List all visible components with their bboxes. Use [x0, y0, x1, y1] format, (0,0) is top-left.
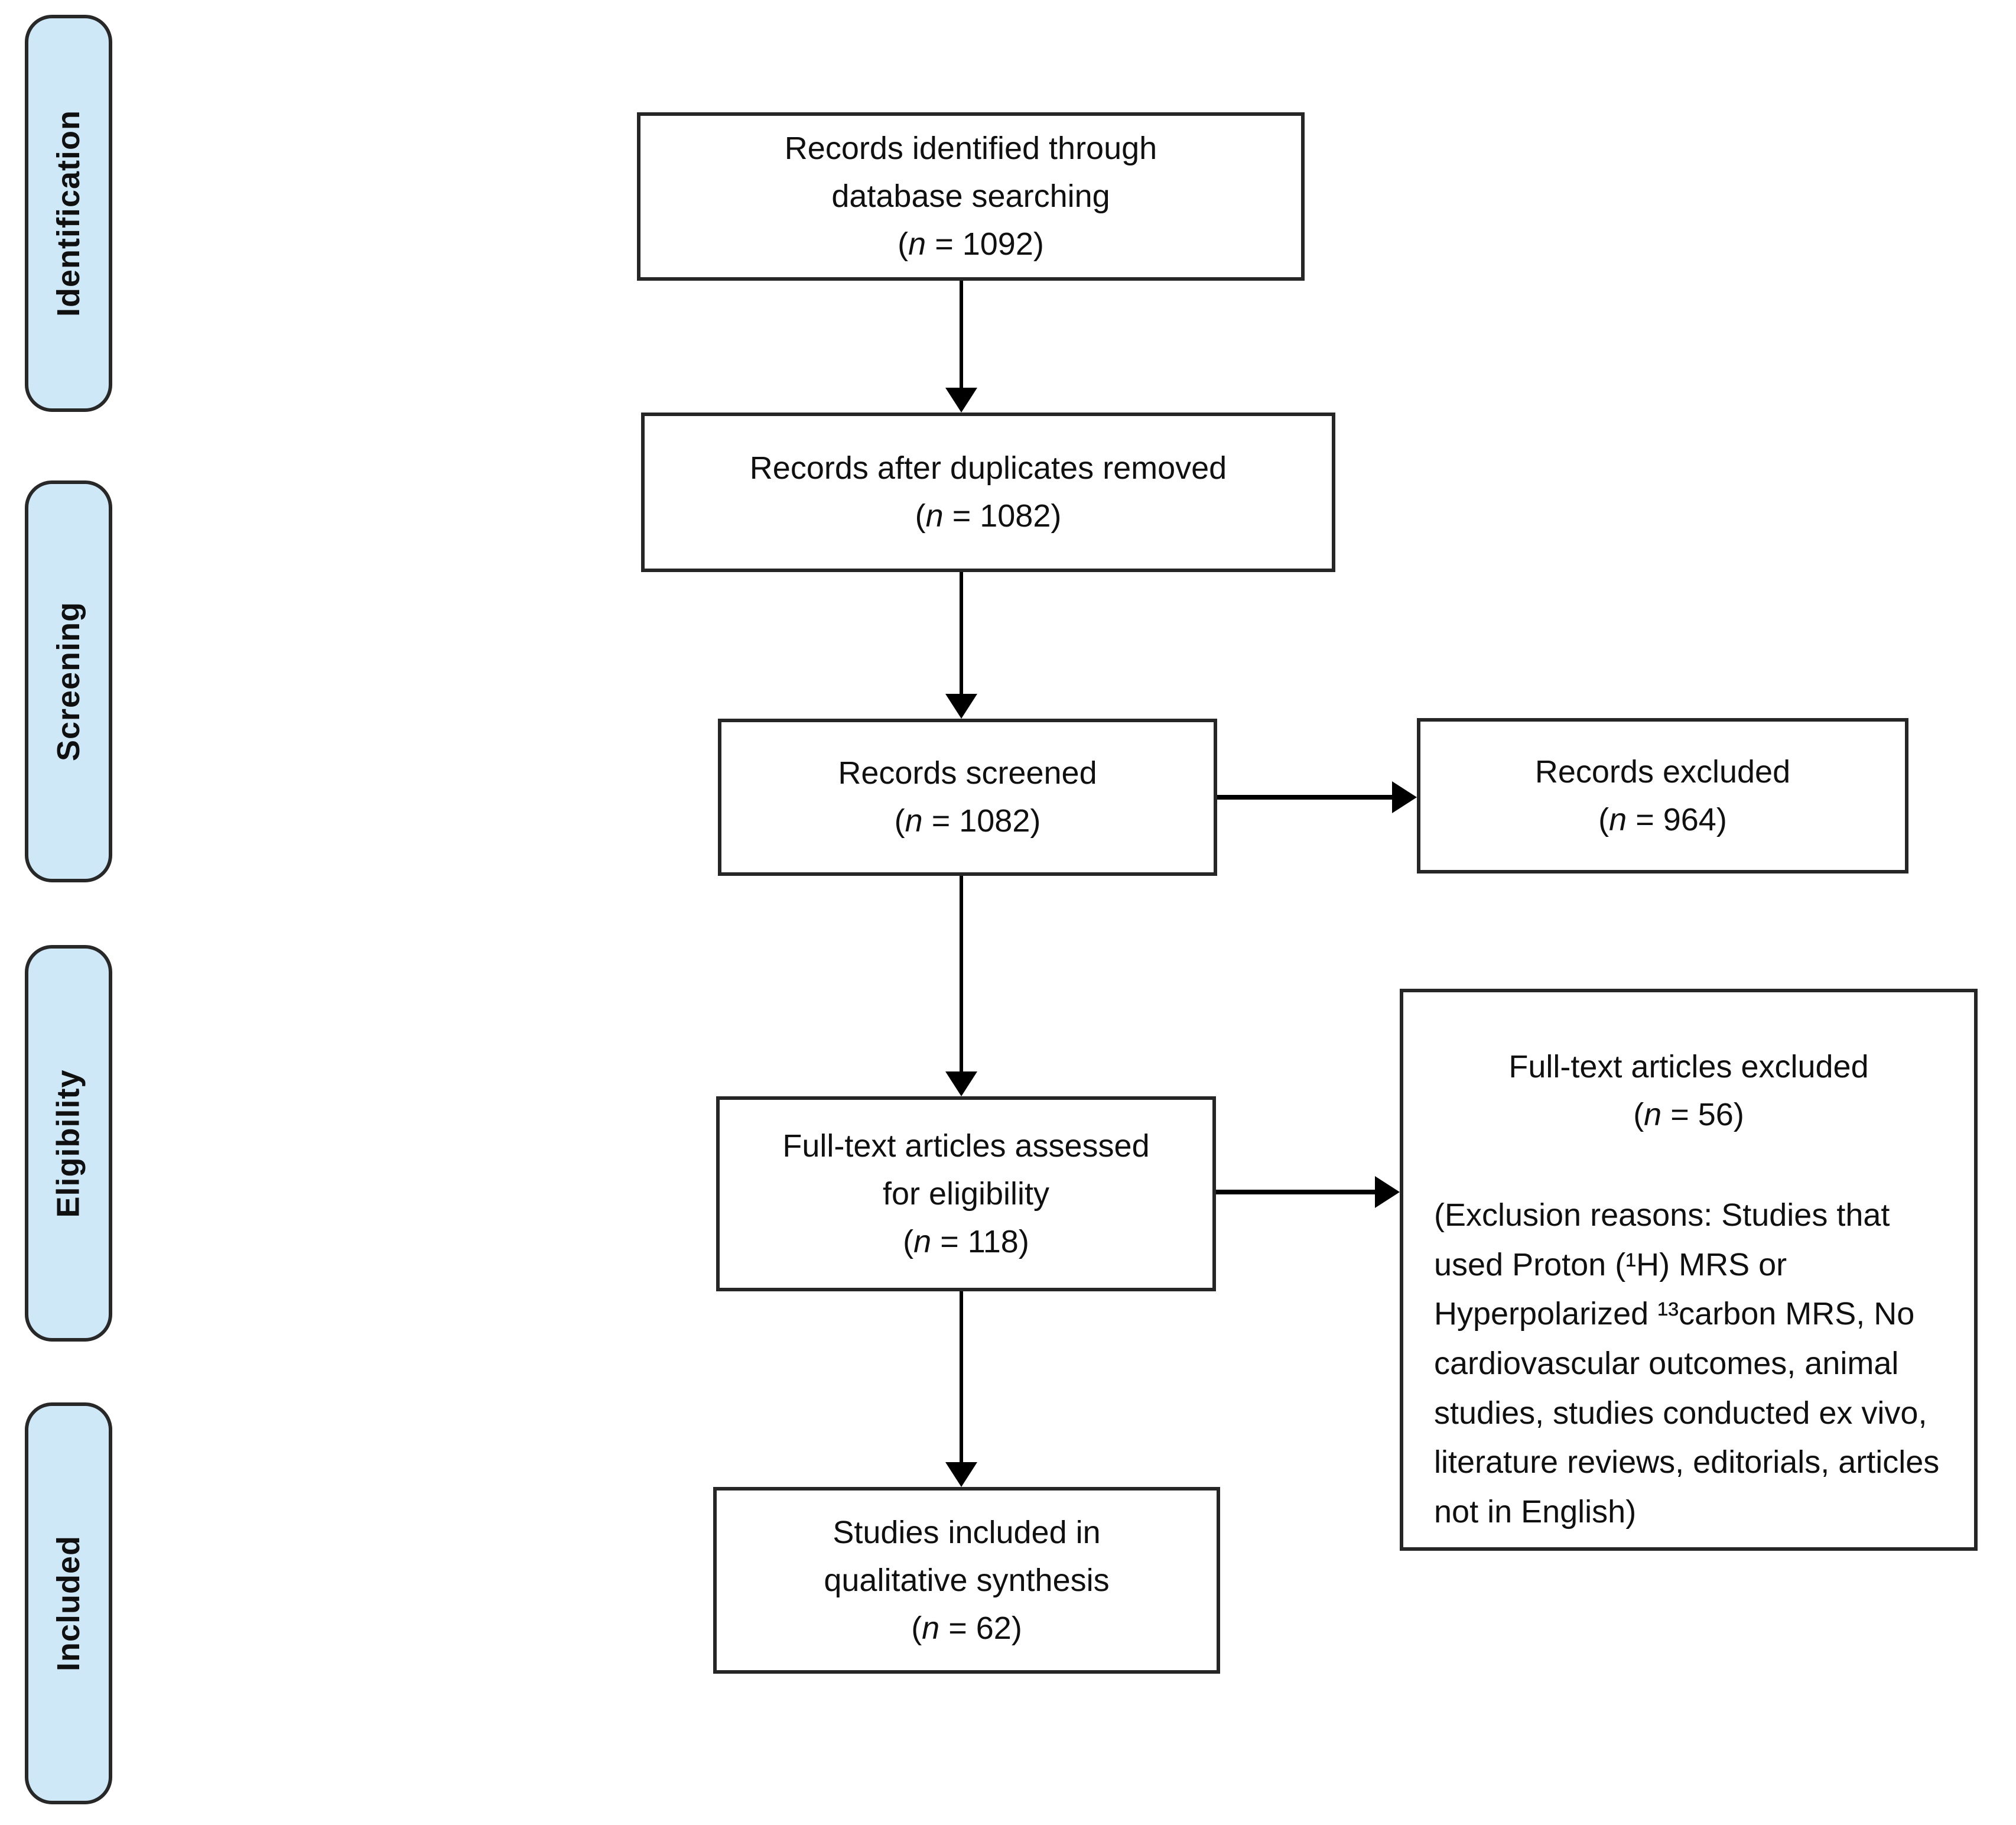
box-fulltext-assessed-count: (n = 118)	[903, 1223, 1029, 1259]
arrow-screened-to-excluded-shaft	[1217, 795, 1394, 800]
box-fulltext-assessed-line-1: Full-text articles assessed	[782, 1128, 1150, 1164]
box-records-screened-line-1: Records screened	[838, 755, 1097, 791]
box-included-qualitative-line-2: qualitative synthesis	[824, 1562, 1110, 1598]
box-records-excluded-count: (n = 964)	[1598, 801, 1727, 837]
box-fulltext-excluded-title: Full-text articles excluded	[1508, 1049, 1869, 1084]
stage-included-label: Included	[51, 1535, 87, 1672]
stage-screening: Screening	[25, 480, 112, 882]
box-records-excluded: Records excluded (n = 964)	[1417, 718, 1908, 873]
arrow-duplicates-to-screened-shaft	[960, 572, 963, 696]
arrow-fulltext-to-included-head	[945, 1462, 977, 1487]
box-records-excluded-line-1: Records excluded	[1534, 754, 1791, 790]
box-included-qualitative-count: (n = 62)	[911, 1610, 1022, 1646]
box-fulltext-assessed: Full-text articles assessed for eligibil…	[716, 1096, 1216, 1291]
box-records-identified: Records identified through database sear…	[637, 112, 1305, 281]
box-records-identified-count: (n = 1092)	[898, 226, 1044, 262]
box-included-qualitative: Studies included in qualitative synthesi…	[713, 1487, 1220, 1674]
stage-eligibility-label: Eligibility	[51, 1069, 86, 1218]
stage-screening-label: Screening	[51, 601, 86, 762]
box-fulltext-excluded: Full-text articles excluded (n = 56) (Ex…	[1400, 989, 1978, 1551]
box-duplicates-removed-count: (n = 1082)	[915, 498, 1062, 534]
stage-included: Included	[25, 1402, 112, 1804]
box-fulltext-assessed-line-2: for eligibility	[882, 1175, 1050, 1212]
stage-identification-label: Identification	[51, 110, 86, 317]
arrow-identified-to-duplicates-shaft	[960, 281, 963, 390]
arrow-screened-to-fulltext-shaft	[960, 876, 963, 1074]
arrow-screened-to-excluded-head	[1392, 781, 1417, 813]
arrow-screened-to-fulltext-head	[945, 1071, 977, 1096]
box-records-identified-line-1: Records identified through	[784, 131, 1157, 166]
box-included-qualitative-line-1: Studies included in	[833, 1514, 1101, 1550]
box-duplicates-removed: Records after duplicates removed (n = 10…	[641, 413, 1335, 572]
arrow-fulltext-to-included-shaft	[960, 1291, 963, 1464]
box-duplicates-removed-line-1: Records after duplicates removed	[749, 450, 1227, 486]
box-fulltext-excluded-reasons: (Exclusion reasons: Studies that used Pr…	[1434, 1197, 1940, 1530]
stage-identification: Identification	[25, 15, 112, 412]
box-records-screened-count: (n = 1082)	[894, 803, 1041, 839]
arrow-identified-to-duplicates-head	[945, 388, 977, 413]
stage-eligibility: Eligibility	[25, 945, 112, 1342]
arrow-fulltext-to-excluded-head	[1375, 1176, 1400, 1208]
box-records-screened: Records screened (n = 1082)	[718, 719, 1217, 876]
arrow-fulltext-to-excluded-shaft	[1216, 1190, 1377, 1194]
arrow-duplicates-to-screened-head	[945, 694, 977, 719]
box-fulltext-excluded-count: (n = 56)	[1633, 1097, 1744, 1132]
box-records-identified-line-2: database searching	[831, 178, 1110, 214]
